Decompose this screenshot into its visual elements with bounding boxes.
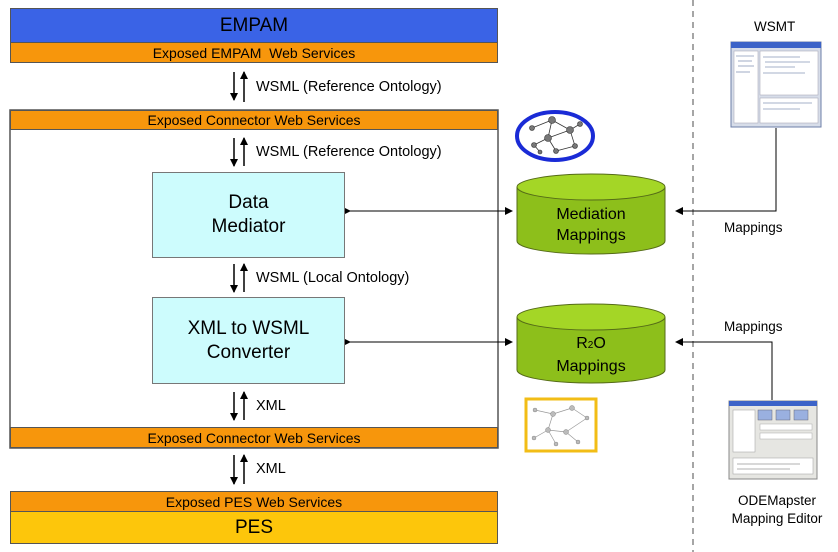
- odemapster-line2: Mapping Editor: [731, 511, 823, 526]
- converter-line2: Converter: [206, 341, 291, 363]
- empam-title-bar: EMPAM: [10, 8, 498, 43]
- wsmt-label: WSMT: [754, 19, 796, 34]
- connector-services-bottom-label: Exposed Connector Web Services: [147, 429, 361, 446]
- flow-arrow-converter-services: [230, 391, 248, 421]
- empam-services-label: Exposed EMPAM Web Services: [152, 44, 356, 61]
- data-mediator-line2: Mediator: [211, 216, 286, 237]
- empam-title: EMPAM: [219, 14, 289, 36]
- r2o-prefix: R: [576, 335, 588, 352]
- flow-arrow-connector-pes: [230, 454, 248, 485]
- schema-network-icon: [524, 397, 598, 453]
- odemapster-line1: ODEMapster: [737, 493, 817, 508]
- flow-label-empam-connector: WSML (Reference Ontology): [256, 79, 442, 95]
- flow-label-connector-mediator: WSML (Reference Ontology): [256, 144, 442, 160]
- wsmt-screenshot-icon: [730, 41, 822, 128]
- pes-services-label: Exposed PES Web Services: [165, 493, 343, 510]
- mediation-store-cylinder: [516, 173, 666, 255]
- r2o-subscript: 2: [587, 340, 594, 351]
- odemapster-label: ODEMapster Mapping Editor: [718, 492, 836, 528]
- pes-title-bar: PES: [10, 511, 498, 544]
- wsmt-mappings-label: Mappings: [724, 220, 783, 235]
- ode-mappings-label: Mappings: [724, 319, 783, 334]
- connector-services-top-bar: Exposed Connector Web Services: [10, 110, 498, 130]
- r2o-store-label: R2O Mappings: [517, 333, 665, 377]
- mediation-store-label: Mediation Mappings: [517, 204, 665, 246]
- converter-line1: XML to WSML: [187, 317, 310, 339]
- converter-box: XML to WSML Converter: [152, 297, 345, 384]
- flow-label-mediator-converter: WSML (Local Ontology): [256, 270, 410, 286]
- ode-mappings-arrow: [675, 338, 773, 400]
- ontology-network-icon: [515, 110, 595, 162]
- empam-services-bar: Exposed EMPAM Web Services: [10, 42, 498, 63]
- data-mediator-line1: Data: [228, 192, 269, 213]
- flow-arrow-empam-connector: [230, 71, 248, 102]
- wsmt-mappings-arrow: [675, 128, 777, 215]
- flow-label-connector-pes: XML: [256, 461, 286, 477]
- r2o-suffix: O: [593, 335, 606, 352]
- r2o-store-line1: R2O: [517, 333, 665, 356]
- flow-label-converter-services: XML: [256, 398, 286, 414]
- connector-frame: [9, 109, 499, 449]
- r2o-store-line2: Mappings: [556, 358, 626, 375]
- mediation-store-line2: Mappings: [556, 227, 626, 244]
- mediation-store-line1: Mediation: [556, 206, 626, 223]
- flow-arrow-connector-mediator: [230, 137, 248, 167]
- connector-services-top-label: Exposed Connector Web Services: [147, 112, 361, 128]
- pes-services-bar: Exposed PES Web Services: [10, 491, 498, 512]
- pes-title: PES: [234, 516, 274, 538]
- connector-services-bottom-bar: Exposed Connector Web Services: [10, 427, 498, 448]
- flow-arrow-mediator-converter: [230, 263, 248, 293]
- odemapster-screenshot-icon: [728, 400, 818, 480]
- r2o-store-cylinder: [516, 303, 666, 384]
- data-mediator-box: Data Mediator: [152, 172, 345, 258]
